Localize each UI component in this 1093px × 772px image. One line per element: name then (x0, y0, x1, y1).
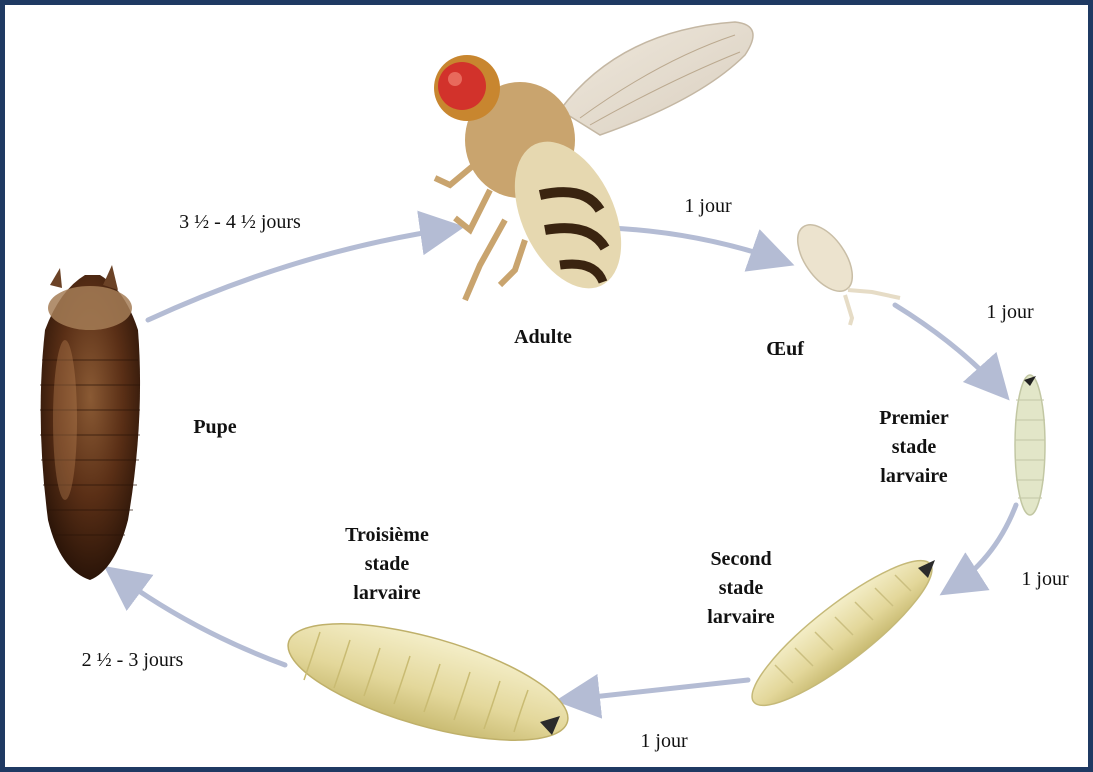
duration-adult-to-egg: 1 jour (668, 192, 748, 221)
second-instar-label: Second stade larvaire (685, 545, 797, 632)
pupa-illustration (40, 265, 140, 580)
egg-illustration (787, 215, 900, 325)
duration-egg-to-larva1: 1 jour (970, 298, 1050, 327)
third-instar-label-line-2: stade (326, 550, 448, 579)
second-instar-label-line-1: Second (685, 545, 797, 574)
arrow-pupa-to-adult (148, 228, 455, 320)
pupa-label: Pupe (175, 413, 255, 442)
first-instar-larva-illustration (1015, 375, 1045, 515)
egg-label: Œuf (755, 335, 815, 364)
second-instar-label-line-3: larvaire (685, 603, 797, 632)
arrow-larva2-to-larva3 (565, 680, 748, 700)
third-instar-label: Troisième stade larvaire (326, 521, 448, 608)
adult-label: Adulte (498, 323, 588, 352)
first-instar-label-line-1: Premier (858, 404, 970, 433)
arrow-adult-to-egg (610, 228, 785, 262)
third-instar-label-line-3: larvaire (326, 579, 448, 608)
first-instar-label: Premier stade larvaire (858, 404, 970, 491)
adult-fly-illustration (434, 22, 753, 305)
third-instar-label-line-1: Troisième (326, 521, 448, 550)
second-instar-label-line-2: stade (685, 574, 797, 603)
first-instar-label-line-3: larvaire (858, 462, 970, 491)
first-instar-label-line-2: stade (858, 433, 970, 462)
duration-larva3-to-pupa: 2 ½ - 3 jours (55, 646, 210, 675)
duration-pupa-to-adult: 3 ½ - 4 ½ jours (145, 208, 335, 237)
duration-larva2-to-larva3: 1 jour (624, 727, 704, 756)
third-instar-larva-illustration (276, 600, 579, 765)
duration-larva1-to-larva2: 1 jour (1005, 565, 1085, 594)
